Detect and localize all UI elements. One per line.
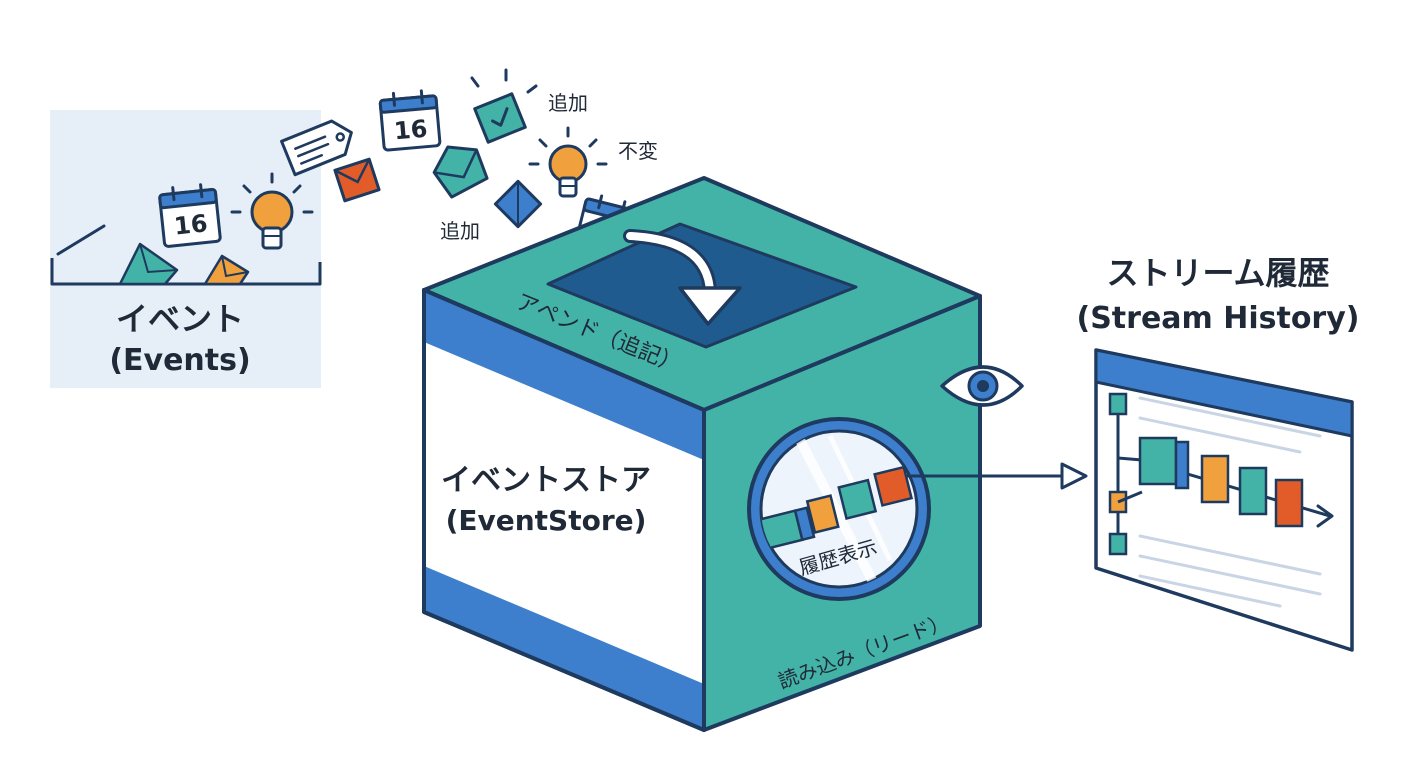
events-title-jp: イベント xyxy=(116,300,244,338)
check-envelope-icon xyxy=(470,68,538,144)
store-title-en: (EventStore) xyxy=(446,504,647,537)
orange-envelope-icon xyxy=(203,254,250,286)
calendar-icon: 16 xyxy=(378,89,442,152)
tag-icon xyxy=(280,119,353,177)
history-window: 履歴表示 xyxy=(747,417,931,601)
lightbulb-icon xyxy=(230,172,314,250)
label-immutable: 不変 xyxy=(618,139,658,163)
events-tray xyxy=(50,258,322,286)
history-panel xyxy=(1094,348,1354,652)
append-arrow-icon xyxy=(623,229,742,326)
blue-envelope-icon xyxy=(493,179,543,229)
events-title-en: (Events) xyxy=(109,343,250,378)
tray-lid-line xyxy=(56,224,106,256)
lightbulb-icon xyxy=(528,126,608,198)
read-arrow xyxy=(906,462,1088,490)
teal-open-envelope-icon xyxy=(432,145,489,199)
label-add-bottom: 追加 xyxy=(440,219,480,243)
teal-envelope-icon xyxy=(118,242,179,286)
calendar-date-a: 16 xyxy=(173,209,209,240)
append-opening xyxy=(546,222,858,349)
stream-history: ストリーム履歴 (Stream History) xyxy=(1076,254,1360,652)
front-top-band xyxy=(424,290,704,460)
event-store-cube: アペンド（追記） イベントストア (EventStore) 履歴表示 読み込み（… xyxy=(422,176,1088,732)
history-panel-header xyxy=(1094,348,1354,438)
history-title-jp: ストリーム履歴 xyxy=(1106,254,1329,292)
history-title-en: (Stream History) xyxy=(1076,301,1359,336)
front-bottom-band xyxy=(424,566,704,730)
events-panel: 16 イベント (Events) xyxy=(50,110,322,388)
calendar-icon: 16 xyxy=(158,183,222,248)
red-envelope-icon xyxy=(333,157,381,203)
calendar-date-b: 16 xyxy=(393,115,429,146)
store-title-jp: イベントストア xyxy=(441,463,651,498)
eye-icon xyxy=(940,365,1024,407)
label-add-top: 追加 xyxy=(548,91,588,115)
